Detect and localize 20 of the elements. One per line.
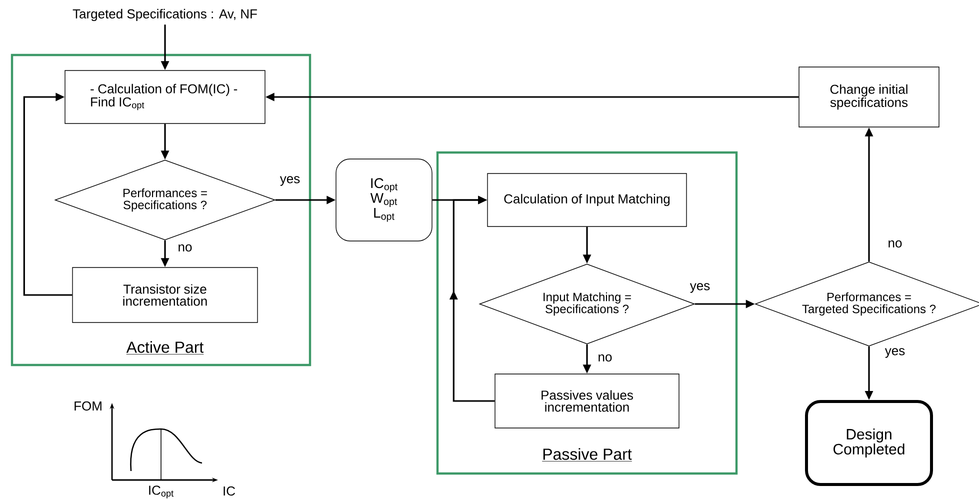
arrow [23, 92, 72, 296]
process-box: Transistor size incrementation [72, 267, 258, 323]
process-box: Passives values incrementation [494, 374, 680, 428]
process-box: Change initial specifications [798, 66, 940, 128]
process-box: Calculation of Input Matching [487, 173, 687, 227]
axis-label: IC [224, 486, 236, 496]
edge-label: no [886, 239, 904, 249]
spec-text: Targeted Specifications : Av, NF [72, 8, 257, 22]
terminal-box: Design Completed [805, 400, 933, 486]
group-title: Passive Part [542, 448, 632, 462]
axis-label: FOM [74, 401, 102, 411]
edge-label: yes [278, 175, 302, 187]
edge-label: no [596, 353, 614, 363]
axis-label: IC$_{opt}$ [149, 486, 174, 498]
group-title: Active Part [126, 341, 204, 354]
arrow [449, 196, 495, 402]
parameter-box: IC$_{opt}$ W$_{opt}$ L$_{opt}$ [336, 158, 432, 242]
process-box: - Calculation of FOM(IC) - Find IC$_{opt}$ [64, 70, 266, 124]
edge-label: yes [884, 347, 906, 359]
edge-label: no [176, 243, 194, 253]
